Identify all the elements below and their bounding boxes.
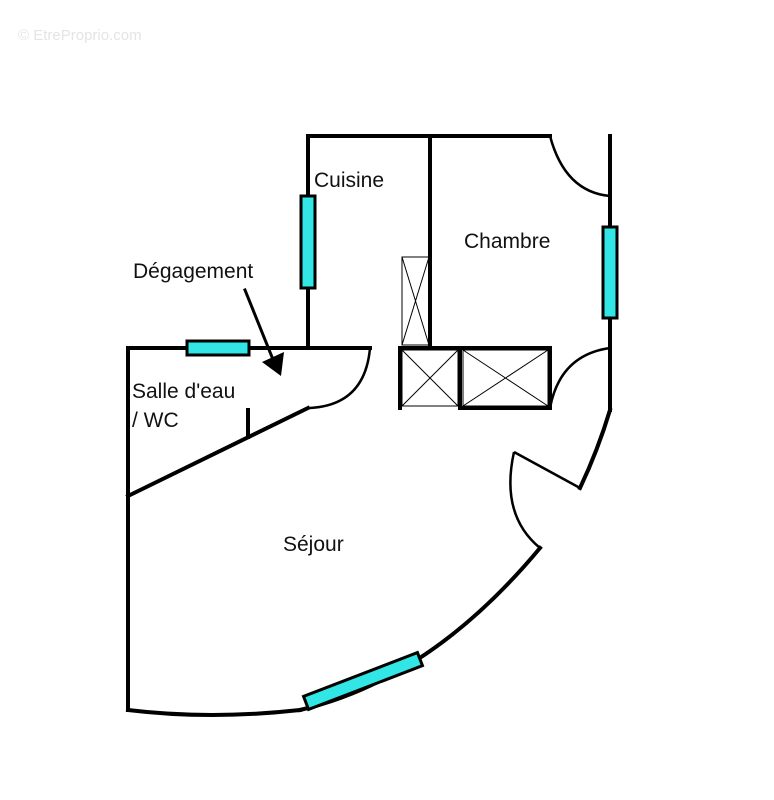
bathroom-label-line1: Salle d'eau: [132, 380, 235, 403]
living-label: Séjour: [283, 533, 344, 556]
hallway-label: Dégagement: [133, 260, 253, 283]
bedroom-label: Chambre: [464, 230, 550, 253]
kitchen-label: Cuisine: [314, 169, 384, 192]
bedroom-lower-door: [548, 346, 611, 409]
kitchen-closet: [401, 256, 430, 346]
entrance-door-leaf: [513, 450, 581, 490]
bedroom-window: [601, 225, 619, 320]
bathroom-diagonal-wall: [125, 405, 311, 499]
windows: [185, 194, 619, 712]
kitchen-window: [299, 194, 317, 290]
living-window: [301, 650, 425, 712]
entrance-door-arc: [509, 451, 541, 549]
bathroom-label-line2: / WC: [132, 409, 179, 432]
bathroom-window: [185, 339, 251, 357]
hallway-door: [309, 347, 372, 410]
bedroom-top-door: [548, 135, 611, 198]
bedroom-closet: [462, 349, 549, 407]
living-bottom-wall: [125, 707, 303, 717]
hallway-arrow: [243, 288, 284, 376]
closets: [401, 256, 549, 410]
walls: [125, 134, 613, 717]
doors: [309, 135, 611, 549]
watermark-text: © EtreProprio.com: [18, 27, 142, 44]
living-curved-wall-upper: [577, 407, 613, 491]
